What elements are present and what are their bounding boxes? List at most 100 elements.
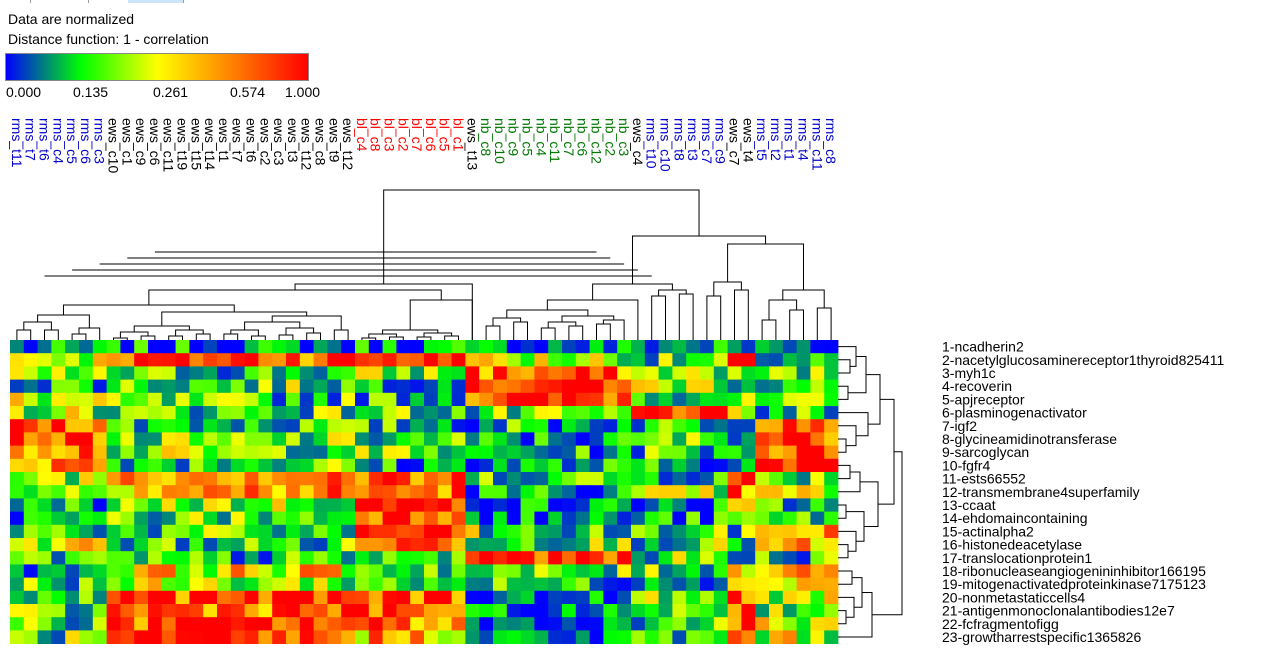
heatmap-cell bbox=[824, 432, 839, 446]
heatmap-cell bbox=[603, 630, 618, 644]
heatmap-cell bbox=[286, 551, 301, 565]
heatmap-cell bbox=[65, 366, 80, 380]
heatmap-cell bbox=[424, 485, 439, 499]
heatmap-cell bbox=[589, 524, 604, 539]
dendrogram-branch bbox=[713, 281, 742, 296]
heatmap-cell bbox=[796, 392, 811, 407]
heatmap-cell bbox=[368, 458, 383, 473]
heatmap-cell bbox=[617, 340, 632, 354]
heatmap-cell bbox=[424, 366, 439, 380]
heatmap-cell bbox=[51, 392, 66, 407]
heatmap-cell bbox=[37, 392, 52, 407]
heatmap-cell bbox=[437, 406, 452, 420]
heatmap-cell bbox=[824, 551, 839, 565]
heatmap-cell bbox=[120, 353, 135, 367]
heatmap-cell bbox=[686, 458, 701, 473]
heatmap-cell bbox=[603, 485, 618, 499]
heatmap-cell bbox=[824, 340, 839, 354]
heatmap-cell bbox=[51, 458, 66, 473]
heatmap-cell bbox=[437, 353, 452, 367]
heatmap-cell bbox=[424, 379, 439, 394]
heatmap-cell bbox=[341, 392, 356, 407]
dendrogram-branch bbox=[223, 333, 239, 340]
toolbar-segment-active[interactable] bbox=[128, 0, 184, 3]
heatmap-cell bbox=[506, 604, 521, 618]
heatmap-cell bbox=[713, 340, 728, 354]
heatmap-cell bbox=[562, 590, 577, 605]
heatmap-cell bbox=[92, 538, 107, 552]
heatmap-cell bbox=[741, 564, 756, 578]
heatmap-cell bbox=[727, 551, 742, 565]
heatmap-cell bbox=[410, 524, 425, 539]
heatmap-cell bbox=[603, 577, 618, 592]
heatmap-cell bbox=[51, 472, 66, 486]
heatmap-cell bbox=[451, 379, 466, 394]
heatmap-cell bbox=[658, 366, 673, 380]
heatmap-cell bbox=[824, 458, 839, 473]
dendrogram-branch bbox=[294, 283, 473, 340]
heatmap-cell bbox=[313, 353, 328, 367]
heatmap-cell bbox=[106, 498, 121, 512]
heatmap-cell bbox=[230, 458, 245, 473]
heatmap-cell bbox=[230, 485, 245, 499]
heatmap-cell bbox=[727, 564, 742, 578]
toolbar-segment[interactable] bbox=[0, 0, 31, 3]
heatmap-cell bbox=[79, 630, 94, 644]
heatmap-cell bbox=[244, 472, 259, 486]
heatmap-cell bbox=[755, 604, 770, 618]
column-label: bl_c2 bbox=[395, 118, 411, 152]
column-label: rms_c3 bbox=[92, 118, 108, 164]
column-label: ews_c11 bbox=[161, 118, 177, 172]
heatmap-cell bbox=[755, 538, 770, 552]
heatmap-cell bbox=[782, 406, 797, 420]
heatmap-cell bbox=[479, 458, 494, 473]
heatmap-cell bbox=[134, 538, 149, 552]
heatmap-cell bbox=[10, 590, 25, 605]
heatmap-cell bbox=[341, 432, 356, 446]
heatmap-cell bbox=[644, 524, 659, 539]
heatmap-cell bbox=[493, 472, 508, 486]
heatmap-cell bbox=[175, 538, 190, 552]
heatmap-cell bbox=[548, 564, 563, 578]
heatmap-cell bbox=[520, 340, 535, 354]
heatmap-cell bbox=[437, 366, 452, 380]
heatmap-cell bbox=[368, 445, 383, 460]
heatmap-cell bbox=[631, 432, 646, 446]
heatmap-cell bbox=[506, 340, 521, 354]
heatmap-cell bbox=[506, 353, 521, 367]
heatmap-cell bbox=[175, 617, 190, 631]
heatmap-cell bbox=[810, 617, 825, 631]
dendrogram-branch bbox=[251, 335, 266, 340]
heatmap-cell bbox=[631, 604, 646, 618]
heatmap-cell bbox=[382, 498, 397, 512]
heatmap-cell bbox=[424, 604, 439, 618]
heatmap-cell bbox=[506, 432, 521, 446]
column-label: rms_t3 bbox=[685, 118, 701, 161]
heatmap-cell bbox=[506, 419, 521, 433]
row-label: 13-ccaat bbox=[942, 497, 996, 513]
heatmap-cell bbox=[534, 498, 549, 512]
heatmap-cell bbox=[437, 419, 452, 433]
heatmap-cell bbox=[727, 577, 742, 592]
heatmap-cell bbox=[631, 617, 646, 631]
heatmap-cell bbox=[299, 445, 314, 460]
heatmap-cell bbox=[134, 485, 149, 499]
heatmap-cell bbox=[562, 406, 577, 420]
dendrogram-branch bbox=[592, 283, 673, 300]
heatmap-cell bbox=[65, 590, 80, 605]
heatmap-cell bbox=[755, 445, 770, 460]
heatmap-cell bbox=[520, 617, 535, 631]
heatmap-cell bbox=[23, 630, 38, 644]
toolbar-segment[interactable] bbox=[30, 0, 89, 3]
heatmap-cell bbox=[727, 485, 742, 499]
heatmap-cell bbox=[148, 524, 163, 539]
heatmap-cell bbox=[368, 353, 383, 367]
heatmap-cell bbox=[382, 340, 397, 354]
heatmap-cell bbox=[244, 604, 259, 618]
heatmap-cell bbox=[148, 392, 163, 407]
heatmap-cell bbox=[37, 485, 52, 499]
heatmap-cell bbox=[382, 392, 397, 407]
heatmap-cell bbox=[644, 590, 659, 605]
heatmap-cell bbox=[65, 551, 80, 565]
heatmap-cell bbox=[506, 551, 521, 565]
